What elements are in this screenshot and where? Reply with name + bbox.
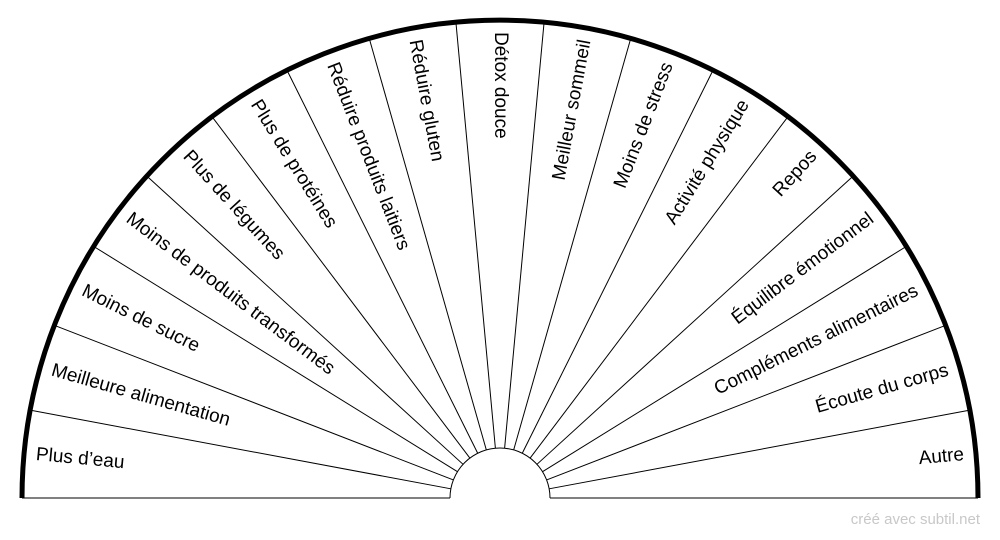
segment-label: Réduire gluten — [405, 38, 448, 163]
segment-divider — [536, 175, 854, 465]
segment-divider — [546, 324, 946, 481]
segment-divider — [504, 21, 545, 449]
segment-dividers — [22, 21, 978, 499]
segment-label: Réduire produits laitiers — [322, 59, 414, 253]
segment-divider — [529, 116, 789, 459]
segment-divider — [513, 38, 632, 451]
segment-label: Repos — [769, 146, 822, 201]
segment-divider — [146, 175, 464, 465]
segment-label: Plus de protéines — [246, 96, 341, 232]
segment-label: Activité physique — [661, 96, 754, 228]
segment-divider — [368, 38, 487, 451]
inner-arc — [449, 447, 551, 499]
outer-arc — [19, 17, 981, 499]
segment-divider — [211, 116, 471, 459]
segment-label: Autre — [918, 444, 965, 469]
segment-label: Moins de sucre — [78, 280, 203, 356]
segment-divider — [54, 324, 454, 481]
segment-label: Plus de légumes — [179, 146, 289, 264]
watermark: créé avec subtil.net — [850, 511, 980, 528]
segment-label: Détox douce — [490, 32, 511, 139]
segment-divider — [521, 69, 714, 454]
segment-divider — [455, 21, 496, 449]
segment-divider — [286, 69, 479, 454]
segment-label: Moins de stress — [610, 59, 678, 191]
segment-divider — [549, 409, 970, 490]
segment-divider — [542, 245, 907, 473]
segment-label: Moins de produits transformés — [122, 208, 339, 379]
segment-divider — [93, 245, 458, 473]
segment-label: Meilleure alimentation — [49, 360, 233, 431]
segment-divider — [30, 409, 451, 490]
segment-label: Plus d’eau — [35, 444, 125, 473]
segment-label: Meilleur sommeil — [549, 38, 596, 182]
